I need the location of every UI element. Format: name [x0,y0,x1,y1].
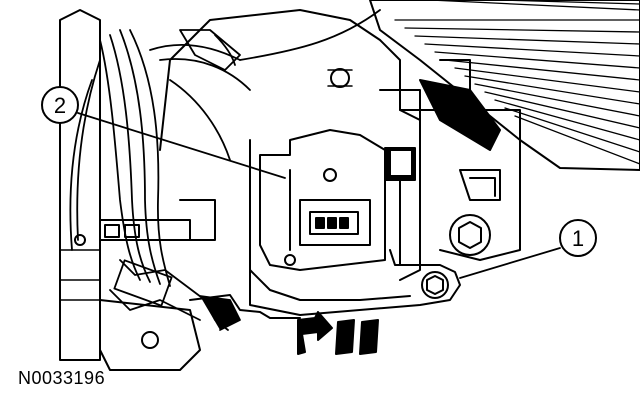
sensor-module [259,129,416,271]
callout-2: 2 [41,86,286,179]
sensor-bracket [249,249,461,316]
left-structure [59,9,301,371]
direction-arrows [297,311,379,355]
callout-1-label: 1 [572,226,584,251]
upper-right-housing [369,0,640,201]
callout-2-label: 2 [54,93,66,118]
mounting-plate [159,9,521,301]
hex-bolt [449,214,491,256]
callout-1: 1 [459,219,597,279]
figure-id-label: N0033196 [18,368,106,388]
wiring-harness [69,9,381,331]
